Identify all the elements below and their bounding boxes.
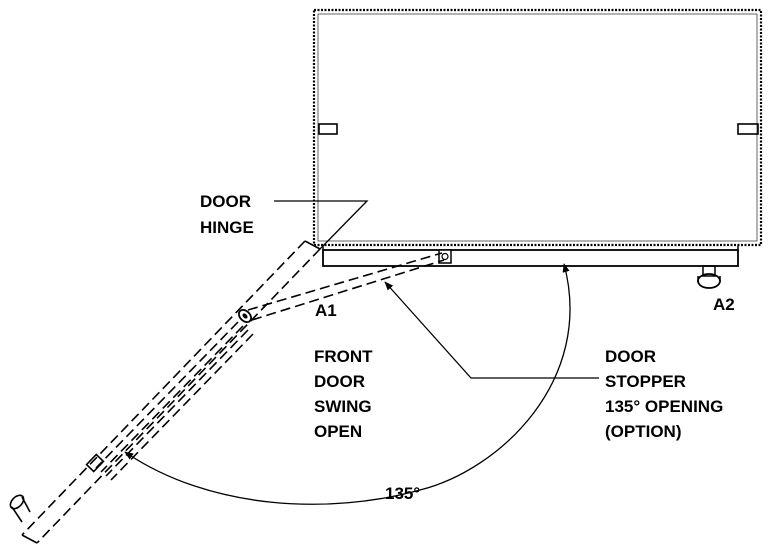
door-stopper-label: DOOR STOPPER 135° OPENING (OPTION) (605, 347, 728, 441)
angle-arc (124, 263, 571, 505)
door-hinge-leader (274, 200, 369, 251)
left-slot (318, 123, 338, 135)
cabinet-body (312, 8, 763, 247)
front-door-swing-label: FRONT DOOR SWING OPEN (314, 347, 377, 441)
base-rail (322, 245, 739, 267)
a1-label: A1 (315, 301, 337, 320)
a2-knob (697, 265, 721, 289)
angle-label: 135° (385, 484, 420, 503)
right-slot (737, 123, 759, 135)
a2-label: A2 (713, 295, 735, 314)
door-stopper-leader (384, 281, 599, 379)
open-door (21, 240, 321, 544)
stopper-arm (247, 252, 445, 321)
door-hinge-label: DOOR HINGE (200, 192, 256, 237)
door-handle (9, 453, 105, 523)
